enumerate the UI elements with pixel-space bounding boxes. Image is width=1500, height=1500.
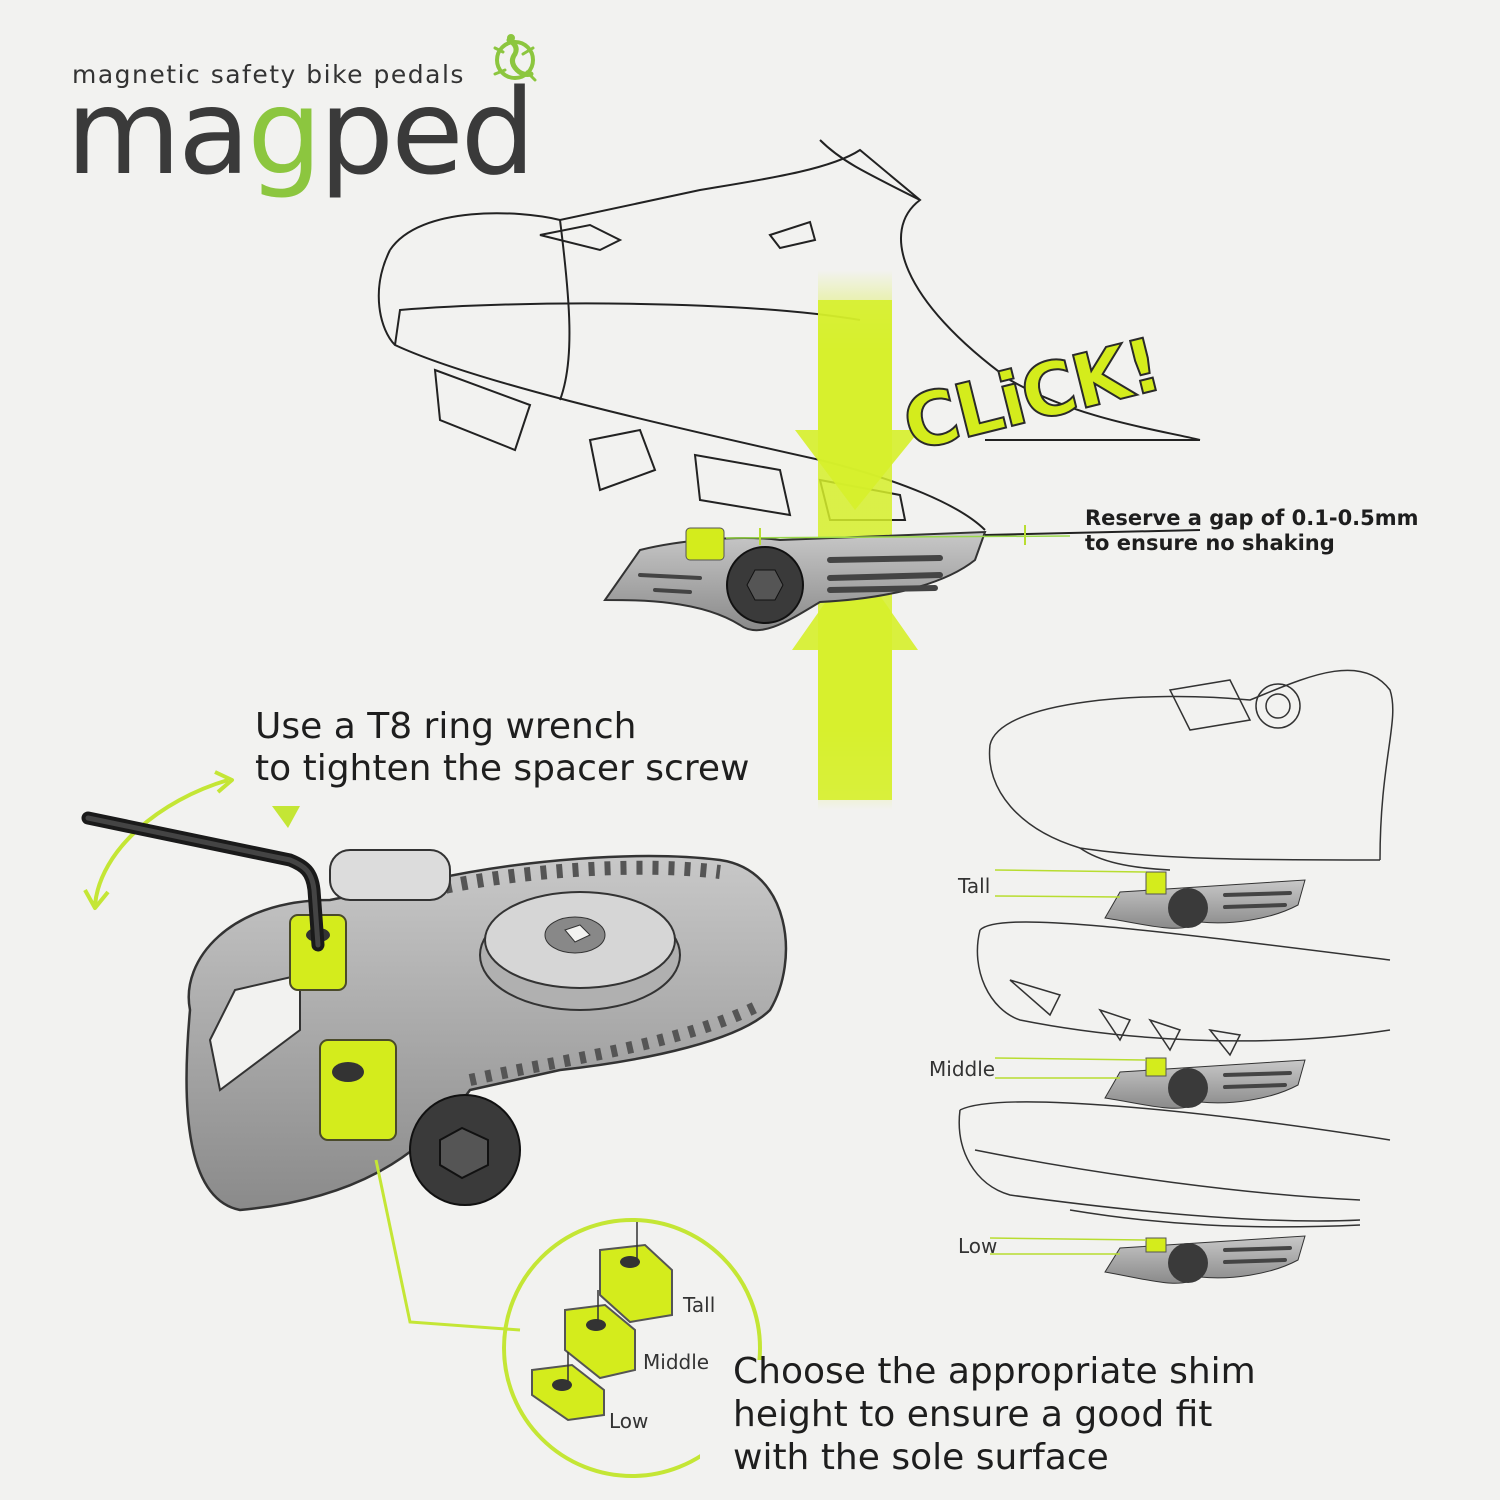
pointer-triangle [272, 806, 300, 828]
brand-tagline: magnetic safety bike pedals [72, 60, 465, 89]
brand-name-g: g [247, 63, 322, 201]
side-label-tall: Tall [958, 874, 991, 898]
brand-name-part: ma [66, 63, 250, 201]
shim-low [531, 1352, 605, 1422]
side-label-low: Low [958, 1234, 998, 1258]
brand-wordmark: magped [66, 62, 536, 204]
side-label-middle: Middle [929, 1057, 996, 1081]
shim-note-line: with the sole surface [733, 1437, 1109, 1478]
large-pedal [185, 849, 788, 1212]
top-pedal [603, 525, 1071, 632]
shim-middle [564, 1290, 636, 1380]
shim-note-line: height to ensure a good fit [733, 1394, 1213, 1435]
callout-line [374, 1159, 521, 1332]
wrench-note-line: Use a T8 ring wrench [255, 706, 637, 747]
side-shoe-low [958, 1101, 1391, 1228]
arrow-up-icon [792, 560, 918, 800]
hex-wrench [81, 811, 325, 952]
gap-note-line: Reserve a gap of 0.1-0.5mm [1085, 506, 1419, 530]
top-shoe-outline [377, 139, 1201, 536]
shim-tall [599, 1222, 673, 1324]
brand-name-part: ped [319, 63, 535, 201]
shim-options-circle [502, 1218, 770, 1480]
gap-note-line: to ensure no shaking [1085, 531, 1335, 555]
side-pedal-low [989, 1235, 1306, 1284]
wrench-note-line: to tighten the spacer screw [255, 748, 750, 789]
gecko-icon [493, 34, 537, 82]
shim-label-middle: Middle [643, 1350, 710, 1374]
side-shoe-middle [976, 921, 1391, 1057]
side-pedal-middle [994, 1057, 1306, 1109]
side-pedal-tall [994, 869, 1306, 929]
gap-note: Reserve a gap of 0.1-0.5mm to ensure no … [1085, 506, 1419, 556]
side-shoe-tall [988, 669, 1394, 871]
shim-note: Choose the appropriate shim height to en… [733, 1350, 1256, 1479]
arrow-down-icon [795, 300, 920, 510]
shim-label-tall: Tall [683, 1293, 716, 1317]
wrench-note: Use a T8 ring wrench to tighten the spac… [255, 706, 749, 790]
shim-label-low: Low [609, 1409, 649, 1433]
shim-note-line: Choose the appropriate shim [733, 1351, 1256, 1392]
